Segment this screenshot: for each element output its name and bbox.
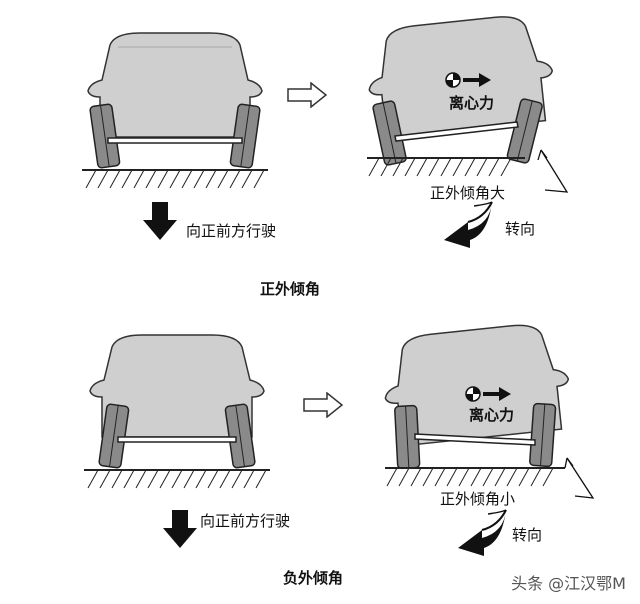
right-wheel: [229, 103, 261, 169]
bottom-section-title: 负外倾角: [283, 569, 344, 587]
top-force-label: 离心力: [449, 94, 495, 112]
down-arrow-icon: [143, 202, 177, 240]
top-right-car-diagram: [367, 16, 569, 193]
top-left-caption: 向正前方行驶: [186, 222, 277, 240]
turn-arrow-icon: [444, 201, 493, 248]
force-arrow-icon: [463, 73, 491, 87]
right-wheel: [529, 402, 557, 468]
pointer-arrow-icon: [540, 149, 569, 193]
car-body: [384, 324, 570, 447]
watermark: 头条 @江汉鄂M: [511, 574, 626, 593]
bottom-left-caption: 向正前方行驶: [200, 512, 291, 530]
bottom-left-car-diagram: [84, 334, 270, 489]
left-wheel: [89, 103, 121, 169]
top-camber-note: 正外倾角大: [430, 184, 506, 202]
top-left-car-diagram: [82, 32, 268, 189]
pointer-arrow-icon: [566, 457, 595, 499]
car-body: [368, 16, 554, 139]
right-wheel: [506, 98, 543, 164]
left-wheel: [394, 404, 421, 470]
bottom-right-car-diagram: [384, 324, 595, 499]
bottom-turn-label: 转向: [512, 526, 543, 544]
right-arrow-icon: [287, 82, 327, 108]
left-wheel: [372, 100, 407, 166]
car-body: [89, 334, 265, 438]
bottom-force-label: 离心力: [469, 406, 515, 424]
right-arrow-icon: [303, 392, 343, 418]
turn-arrow-icon: [458, 509, 507, 556]
top-section-title: 正外倾角: [260, 280, 321, 298]
force-arrow-icon: [483, 387, 511, 401]
down-arrow-icon: [163, 510, 197, 548]
top-turn-label: 转向: [505, 220, 536, 238]
car-body: [87, 32, 263, 138]
bottom-camber-note: 正外倾角小: [440, 490, 516, 508]
